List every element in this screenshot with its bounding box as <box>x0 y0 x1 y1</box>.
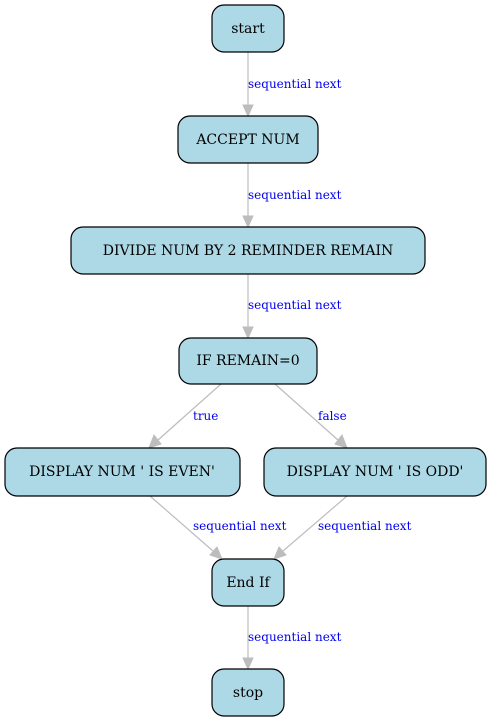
edge-label-if-even: true <box>193 409 218 423</box>
edge-label-accept-divide: sequential next <box>248 188 342 202</box>
edge-label-endif-stop: sequential next <box>248 630 342 644</box>
edge-odd-endif: sequential next <box>273 495 412 560</box>
node-divide: DIVIDE NUM BY 2 REMINDER REMAIN <box>70 226 426 275</box>
edge-if-odd: false <box>274 383 348 449</box>
node-display-odd: DISPLAY NUM ' IS ODD' <box>263 447 487 497</box>
edge-accept-divide: sequential next <box>242 163 342 229</box>
node-if-remain-label: IF REMAIN=0 <box>196 353 299 369</box>
edge-label-divide-if: sequential next <box>248 298 342 312</box>
edge-start-accept: sequential next <box>242 52 342 118</box>
node-display-even: DISPLAY NUM ' IS EVEN' <box>4 447 241 497</box>
edge-endif-stop: sequential next <box>242 606 342 671</box>
node-start: start <box>211 4 285 53</box>
node-accept-num-label: ACCEPT NUM <box>195 132 299 148</box>
edge-even-endif: sequential next <box>149 495 287 560</box>
node-display-odd-label: DISPLAY NUM ' IS ODD' <box>287 464 464 480</box>
node-start-label: start <box>231 21 265 37</box>
node-divide-label: DIVIDE NUM BY 2 REMINDER REMAIN <box>103 243 394 259</box>
edge-label-if-odd: false <box>318 409 347 423</box>
node-end-if: End If <box>211 558 285 607</box>
node-display-even-label: DISPLAY NUM ' IS EVEN' <box>29 464 215 480</box>
node-stop: stop <box>211 668 285 717</box>
edge-divide-if: sequential next <box>242 274 342 340</box>
edge-label-start-accept: sequential next <box>248 77 342 91</box>
node-accept-num: ACCEPT NUM <box>177 115 319 164</box>
node-if-remain: IF REMAIN=0 <box>178 337 318 385</box>
node-stop-label: stop <box>233 685 263 701</box>
edge-label-even-endif: sequential next <box>193 519 287 533</box>
node-end-if-label: End If <box>226 575 271 591</box>
edge-label-odd-endif: sequential next <box>318 519 412 533</box>
edge-if-even: true <box>148 383 222 449</box>
